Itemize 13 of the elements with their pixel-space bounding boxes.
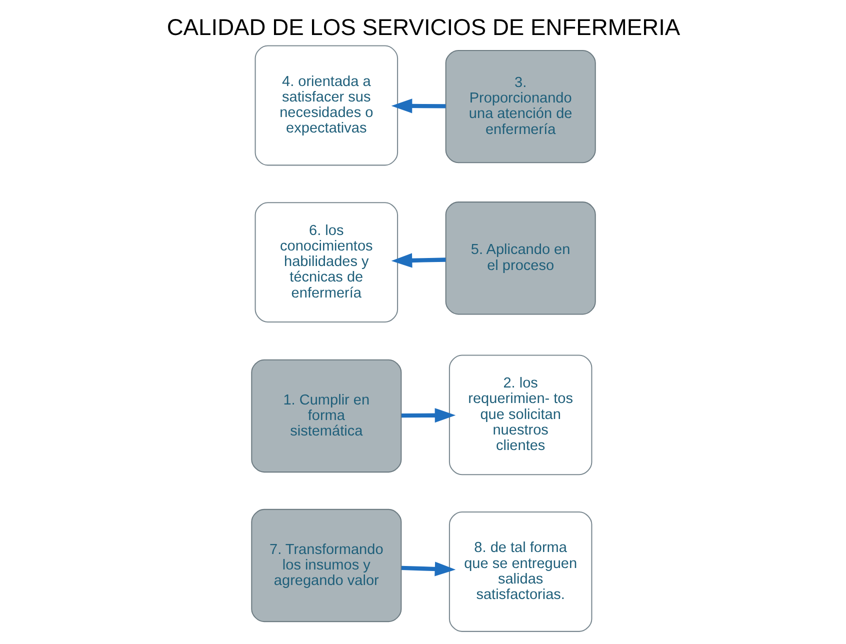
arrow <box>400 408 456 423</box>
node-box: 6. los conocimientos habilidades y técnicas de enfermería <box>254 202 398 323</box>
node-box: 5. Aplicando en el proceso <box>444 202 596 315</box>
node-box: 1. Cumplir en forma sistemática <box>250 359 402 473</box>
node-box: 8. de tal forma que se entreguen salidas satisfactorias. <box>448 512 592 632</box>
node-box: 3. Proporcionando una atención de enfermería <box>444 50 596 164</box>
diagram-title: CALIDAD DE LOS SERVICIOS DE ENFERMERIA <box>166 14 680 40</box>
node-box: 7. Transformando los insumos y agregando valor <box>250 508 402 622</box>
arrow <box>390 253 446 268</box>
node-box: 2. los requerimien- tos que solicitan nuestros clientes <box>448 354 592 476</box>
arrow <box>390 98 446 114</box>
arrow <box>400 562 456 576</box>
node-box: 4. orientada a satisfacer sus necesidades o expectativas <box>254 45 398 166</box>
